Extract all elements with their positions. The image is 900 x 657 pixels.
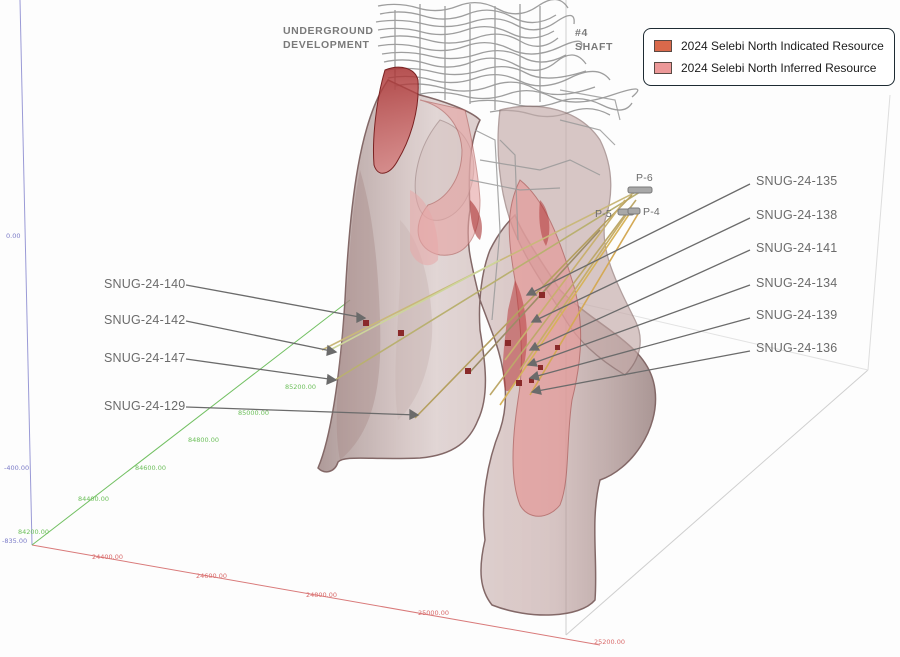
axis-tick-red: 25000.00	[418, 609, 450, 617]
axis-tick-green: 85000.00	[238, 409, 270, 417]
drillhole-label: SNUG-24-139	[756, 308, 838, 322]
axis-tick-red: 24800.00	[306, 591, 338, 599]
inferred-swatch	[654, 62, 672, 74]
drillhole-label: SNUG-24-135	[756, 174, 838, 188]
drillhole-label: SNUG-24-142	[104, 313, 186, 327]
indicated-swatch	[654, 40, 672, 52]
axis-tick-red: 25200.00	[594, 638, 626, 646]
underground-development-heading: UNDERGROUND DEVELOPMENT	[283, 24, 374, 52]
drill-traces	[321, 189, 641, 419]
drillhole-label: SNUG-24-129	[104, 399, 186, 413]
platform-label: P-4	[643, 206, 660, 218]
legend-item-indicated: 2024 Selebi North Indicated Resource	[654, 35, 884, 57]
box-edge-back-right	[867, 94, 891, 371]
green-axis	[31, 299, 351, 546]
shaft-heading-line1: #4	[575, 27, 588, 39]
axis-tick-vertical: -400.00	[4, 464, 30, 472]
drillhole-label: SNUG-24-140	[104, 277, 186, 291]
axis-tick-red: 24400.00	[92, 553, 124, 561]
inferred-resource-body	[410, 99, 582, 517]
platform-label: P-5	[595, 208, 612, 220]
legend-label-inferred: 2024 Selebi North Inferred Resource	[681, 61, 877, 75]
drillhole-label: SNUG-24-134	[756, 276, 838, 290]
legend-label-indicated: 2024 Selebi North Indicated Resource	[681, 39, 884, 53]
underground-heading-line1: UNDERGROUND	[283, 25, 374, 37]
shaft-heading-line2: SHAFT	[575, 41, 613, 53]
axis-tick-vertical: -835.00	[2, 537, 28, 545]
host-orebody	[317, 79, 657, 616]
axis-tick-green: 84200.00	[18, 528, 50, 536]
axis-tick-green: 84400.00	[78, 495, 110, 503]
legend-item-inferred: 2024 Selebi North Inferred Resource	[654, 57, 884, 79]
callout-leaders	[185, 183, 751, 421]
drillhole-label: SNUG-24-138	[756, 208, 838, 222]
legend: 2024 Selebi North Indicated Resource 202…	[643, 28, 895, 86]
drill-platforms	[617, 186, 653, 216]
axis-tick-green: 85200.00	[285, 383, 317, 391]
axis-tick-green: 84800.00	[188, 436, 220, 444]
red-axis	[31, 544, 601, 646]
drillhole-label: SNUG-24-147	[104, 351, 186, 365]
vertical-axis	[19, 0, 33, 546]
underground-heading-line2: DEVELOPMENT	[283, 39, 370, 51]
box-edge-bottom-right	[565, 369, 869, 636]
indicated-resource-body	[373, 66, 550, 391]
drillhole-label: SNUG-24-141	[756, 241, 838, 255]
shaft-heading: #4 SHAFT	[575, 26, 613, 54]
drillhole-label: SNUG-24-136	[756, 341, 838, 355]
assay-intercepts	[363, 292, 560, 386]
shaft-structure	[469, 89, 621, 321]
underground-development-mesh	[375, 0, 639, 118]
axis-tick-red: 24600.00	[196, 572, 228, 580]
axis-tick-vertical: 0.00	[6, 232, 21, 240]
platform-label: P-6	[636, 172, 653, 184]
axis-tick-green: 84600.00	[135, 464, 167, 472]
